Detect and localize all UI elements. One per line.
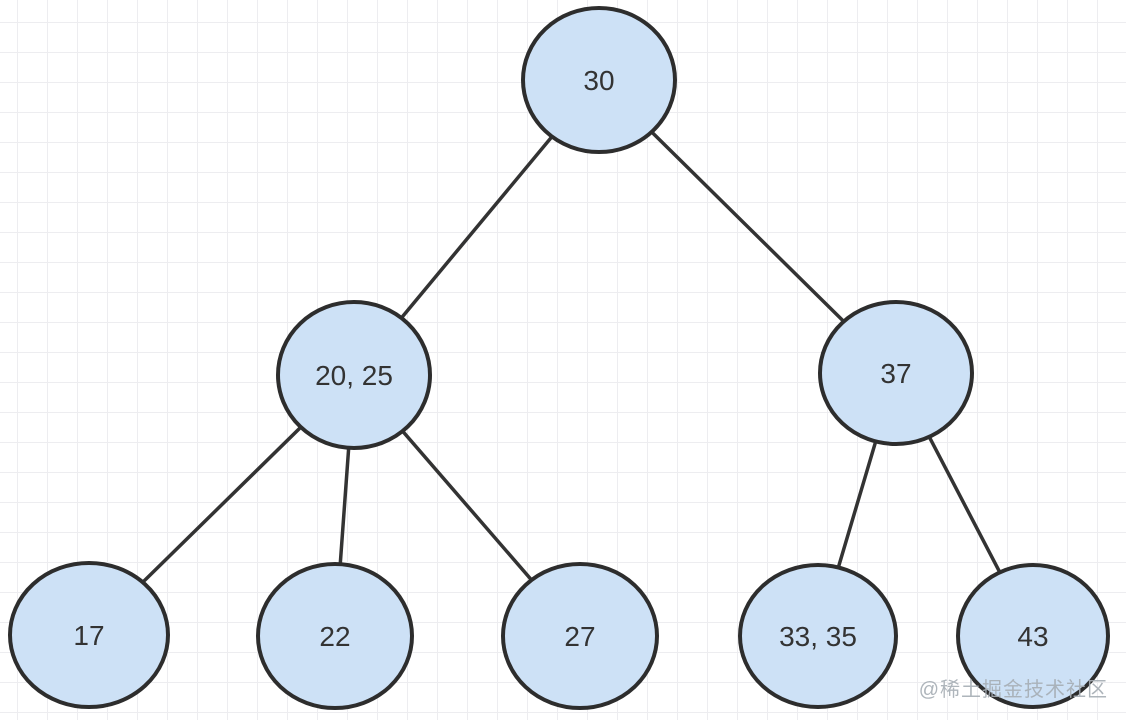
node-circle-n17 [8,561,170,709]
node-label-n22: 22 [319,621,350,652]
tree-node-n43: 43 [956,563,1110,709]
tree-node-n17: 17 [8,561,170,709]
tree-node-n22: 22 [256,562,414,710]
node-label-n17: 17 [73,620,104,651]
tree-node-n27: 27 [501,562,659,710]
node-circle-n20_25 [276,300,432,450]
node-circle-root [521,6,677,154]
node-label-n37: 37 [880,358,911,389]
node-circle-n43 [956,563,1110,709]
node-circle-n27 [501,562,659,710]
tree-node-root: 30 [521,6,677,154]
node-label-n43: 43 [1017,621,1048,652]
node-label-root: 30 [583,65,614,96]
node-circle-n22 [256,562,414,710]
nodes-layer: 30 20, 25 37 17 22 27 33, 35 43 [8,6,1110,710]
node-label-n27: 27 [564,621,595,652]
node-circle-n37 [818,300,974,446]
node-circle-n33_35 [738,563,898,709]
tree-node-n33_35: 33, 35 [738,563,898,709]
node-label-n33_35: 33, 35 [779,621,857,652]
tree-node-n20_25: 20, 25 [276,300,432,450]
node-label-n20_25: 20, 25 [315,360,393,391]
tree-node-n37: 37 [818,300,974,446]
